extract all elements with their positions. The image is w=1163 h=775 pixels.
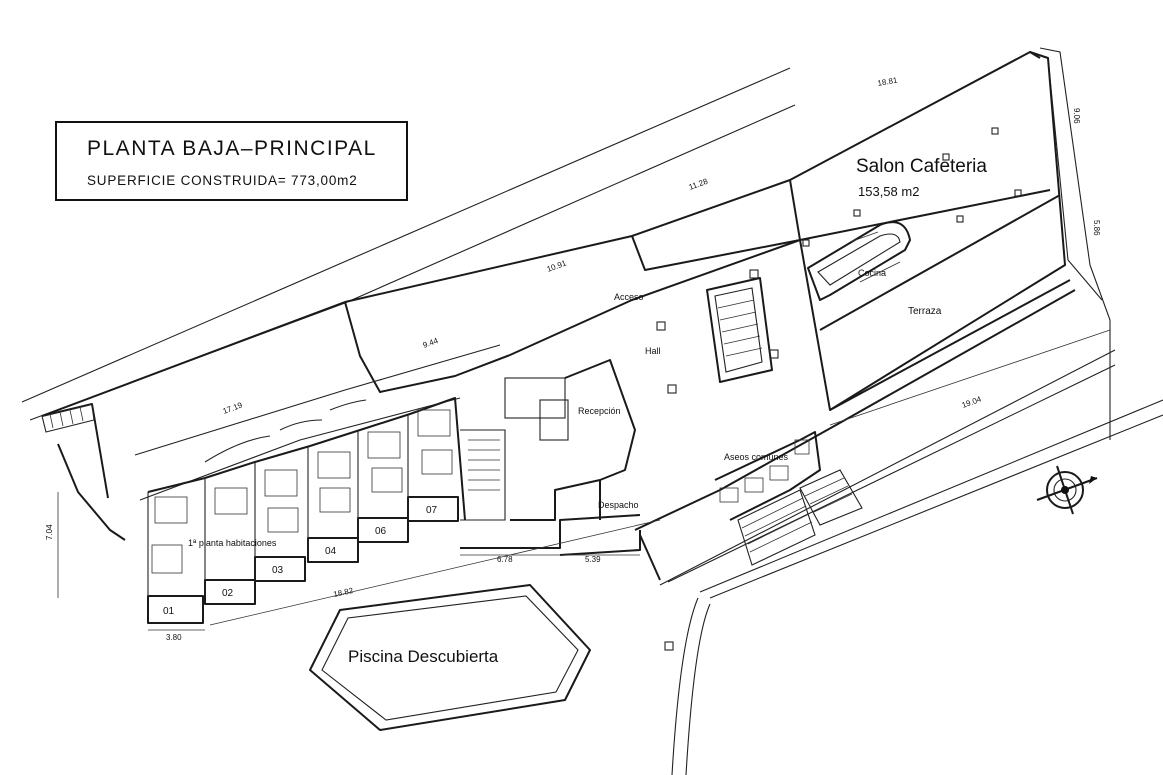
toilets-block (714, 431, 821, 521)
hall-label: Hall (645, 346, 661, 356)
escalator (706, 277, 773, 383)
stairs (460, 359, 641, 556)
dimension-label: 18.81 (877, 76, 899, 88)
acceso-label: Acceso (614, 292, 644, 302)
dimension-label: 10.91 (546, 258, 568, 273)
plan-title: PLANTA BAJA–PRINCIPAL (87, 137, 377, 160)
recepcion-label: Recepción (578, 406, 621, 416)
dimension-label: 3.80 (166, 633, 182, 642)
kitchen-bar (807, 221, 911, 301)
habitaciones-label: 1ª planta habitaciones (188, 538, 277, 548)
room-number: 07 (426, 505, 438, 516)
left-stair (41, 403, 95, 433)
dimension-label: 7.04 (45, 524, 54, 540)
plan-subtitle: SUPERFICIE CONSTRUIDA= 773,00m2 (87, 173, 358, 188)
dimension-label: 9.44 (422, 336, 440, 350)
road-curve (671, 597, 711, 775)
room-strip (147, 397, 466, 624)
boundary-lines (21, 47, 1111, 440)
room-number: 02 (222, 588, 234, 599)
dimension-label: 9.06 (1072, 108, 1081, 124)
salon-label: Salon Cafeteria (856, 156, 987, 177)
dimension-label: 17.19 (222, 400, 244, 415)
dimension-label: 5.86 (1092, 220, 1101, 236)
street-lines (659, 349, 1163, 599)
street-stairs (737, 469, 863, 566)
title-block: PLANTA BAJA–PRINCIPAL SUPERFICIE CONSTRU… (55, 121, 408, 201)
dimension-label: 18.82 (333, 586, 355, 599)
dimension-label: 11.28 (688, 177, 710, 192)
despacho-label: Despacho (598, 500, 639, 510)
terraza-label: Terraza (908, 306, 942, 317)
compass-rose-icon (1036, 465, 1098, 515)
room-number: 03 (272, 565, 284, 576)
salon-columns (802, 127, 1022, 247)
dimension-lines (57, 329, 1111, 631)
room-number: 01 (163, 606, 175, 617)
hall-columns (656, 269, 779, 651)
pool (309, 584, 591, 731)
corridor-walls (134, 344, 501, 501)
cocina-label: Cocina (858, 268, 886, 278)
dimension-label: 6.78 (497, 555, 513, 564)
room-number: 04 (325, 546, 337, 557)
aseos-label: Aseos comunes (724, 452, 789, 462)
salon-area-label: 153,58 m2 (858, 184, 919, 199)
dimension-label: 19.04 (961, 394, 983, 409)
dimension-label: 5.39 (585, 555, 601, 564)
piscina-label: Piscina Descubierta (348, 647, 499, 666)
room-number: 06 (375, 526, 387, 537)
